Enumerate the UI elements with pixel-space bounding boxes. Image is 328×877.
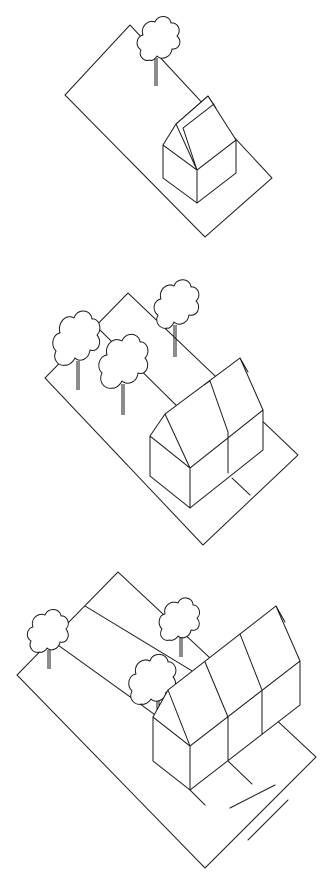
panel-double-plot	[45, 280, 298, 545]
plot-divider	[248, 800, 288, 840]
house-row	[150, 358, 263, 508]
panel-single-plot	[65, 16, 272, 237]
tree-icon	[159, 598, 199, 657]
tree-icon	[27, 609, 68, 669]
plot-outline	[65, 25, 272, 237]
tree-icon	[99, 334, 148, 415]
tree-icon	[154, 280, 199, 357]
panel-triple-plot	[17, 572, 316, 868]
tree-icon	[137, 16, 180, 86]
plot-divider	[232, 478, 250, 495]
tree-icon	[53, 311, 100, 390]
house-unit	[163, 96, 236, 203]
